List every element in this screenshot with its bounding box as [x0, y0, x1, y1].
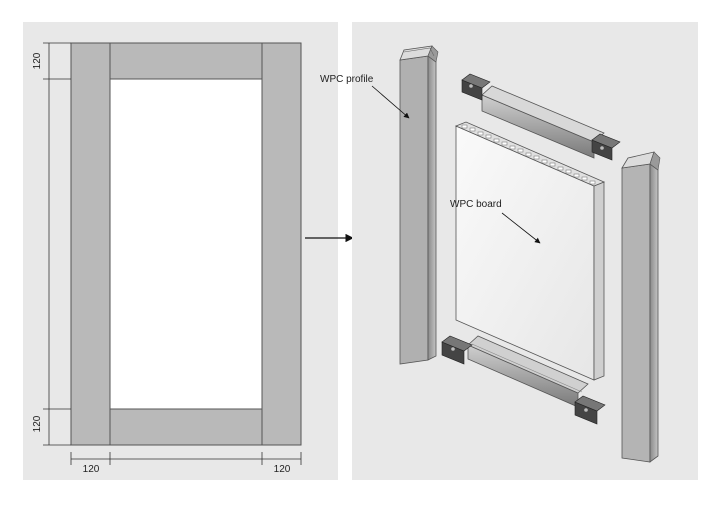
wpc-board: [454, 121, 606, 381]
right-panel: WPC profile WPC board: [320, 22, 698, 480]
top-wpc-rail: [461, 73, 621, 161]
door-frame-front-view: [70, 42, 302, 446]
frame-opening: [109, 78, 263, 410]
left-wpc-profile: [399, 45, 439, 365]
wpc-board-callout-arrow: [501, 212, 541, 244]
wpc-profile-callout-arrow: [371, 85, 410, 119]
board-cells: [461, 124, 596, 185]
bottom-wpc-rail: [441, 335, 606, 425]
wpc-board-label: WPC board: [450, 199, 502, 210]
right-wpc-profile: [621, 151, 661, 463]
dimension-width-right-label: 120: [274, 464, 291, 475]
left-panel: 120 120 120 120: [23, 22, 338, 480]
dimension-top-label: 120: [32, 52, 43, 69]
wpc-profile-label: WPC profile: [320, 74, 374, 85]
dimension-bottom-label: 120: [32, 415, 43, 432]
vertical-dimension: [43, 42, 71, 446]
horizontal-dimension: [70, 452, 302, 465]
dimension-width-left-label: 120: [83, 464, 100, 475]
